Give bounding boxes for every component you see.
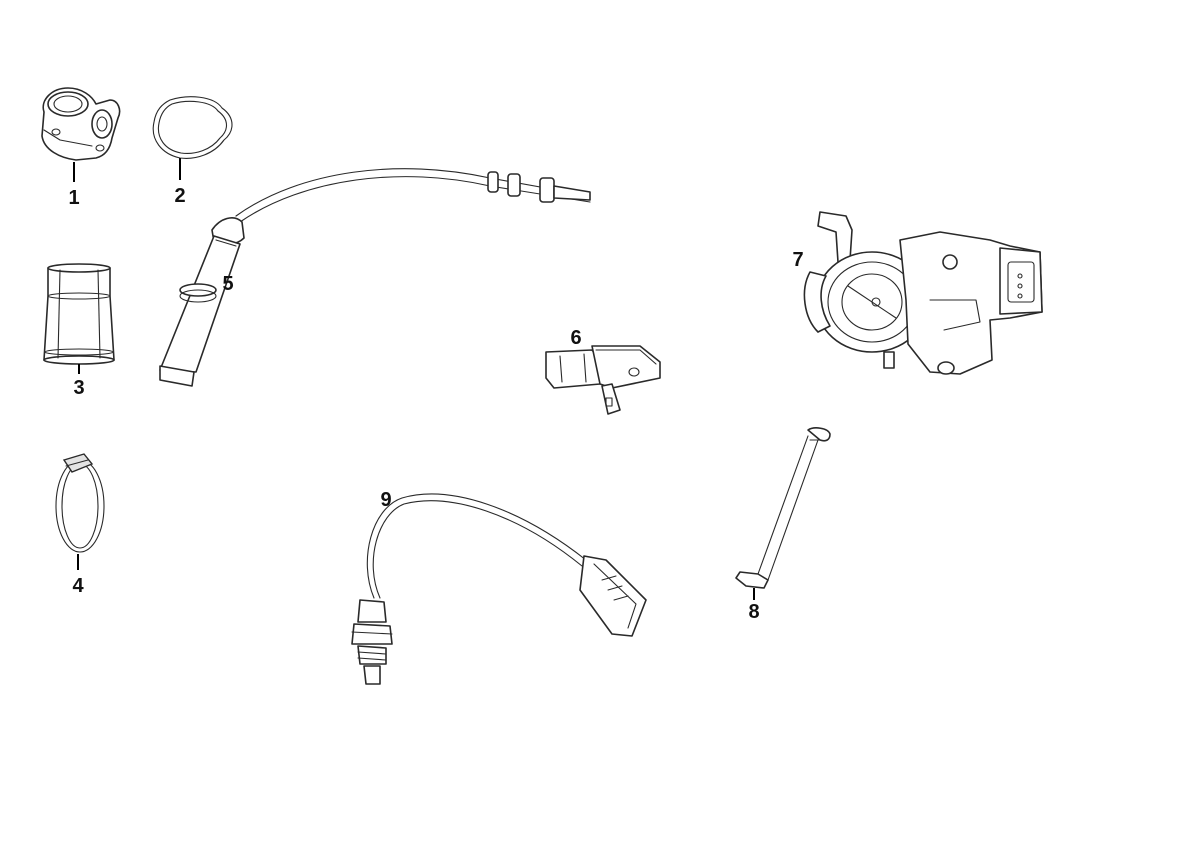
part-2-gasket[interactable]: [152, 96, 233, 159]
callout-9: 9: [380, 489, 391, 511]
part-3-hose-coupler[interactable]: [43, 263, 115, 365]
callout-7: 7: [792, 249, 803, 271]
part-5-sensor-lead[interactable]: [159, 168, 591, 387]
callout-2: 2: [174, 185, 185, 207]
callout-4: 4: [72, 575, 84, 597]
part-7-throttle-body[interactable]: [803, 211, 1043, 375]
part-4-hose-clamp[interactable]: [55, 453, 105, 553]
callout-1: 1: [68, 187, 79, 209]
callout-5: 5: [222, 273, 233, 295]
callout-3: 3: [73, 377, 84, 399]
part-6-map-sensor[interactable]: [545, 345, 661, 415]
part-1-thermostat-housing[interactable]: [41, 87, 121, 161]
part-9-oxygen-sensor[interactable]: [351, 493, 647, 685]
callout-6: 6: [570, 327, 581, 349]
part-8-breather-pipe[interactable]: [735, 427, 831, 589]
callout-8: 8: [748, 601, 759, 623]
